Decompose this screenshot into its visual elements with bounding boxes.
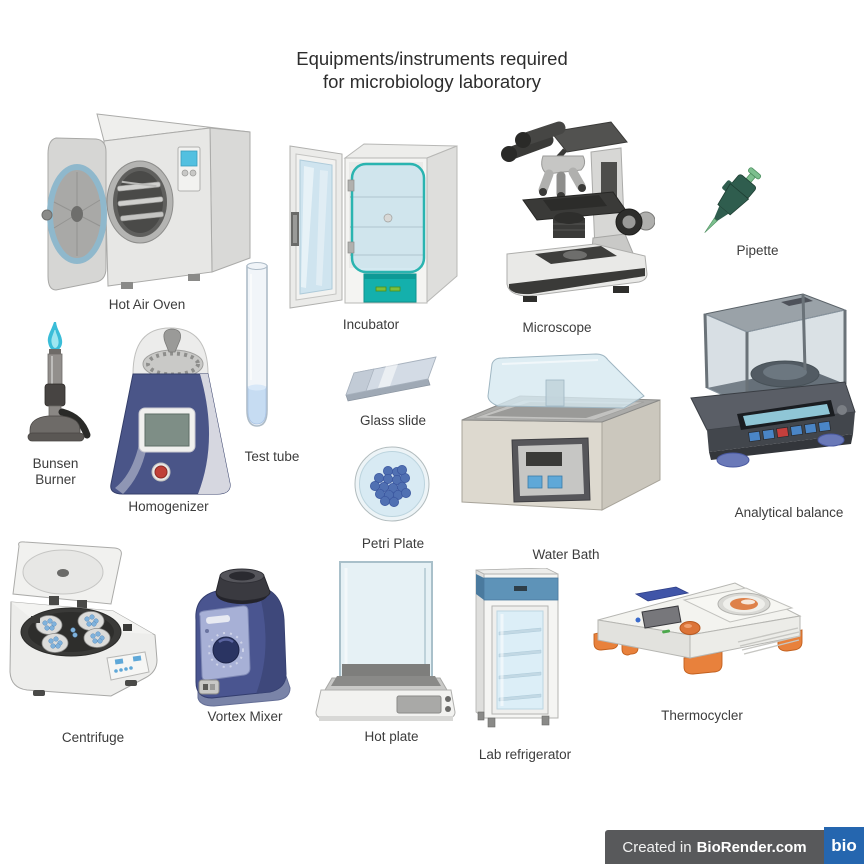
pipette-label: Pipette — [736, 243, 779, 258]
hot-air-oven-illustration — [41, 113, 251, 291]
biorender-credit-bar: Created in BioRender.com — [605, 830, 824, 864]
microscope-illustration — [501, 121, 655, 302]
analytical-balance-illustration — [690, 293, 856, 468]
equipment-glass-slide: Glass slide — [340, 353, 442, 448]
equipment-homogenizer: Homogenizer — [103, 322, 238, 534]
microscope-label: Microscope — [522, 320, 592, 335]
incubator-illustration — [289, 143, 458, 309]
bunsen-burner-label: Bunsen Burner — [32, 456, 79, 487]
page-title: Equipments/instruments required for micr… — [0, 47, 864, 93]
water-bath-illustration — [461, 353, 661, 511]
analytical-balance-label: Analytical balance — [734, 505, 844, 520]
equipment-lab-refrigerator: Lab refrigerator — [472, 568, 571, 783]
equipment-test-tube: Test tube — [240, 260, 299, 485]
lab-refrigerator-label: Lab refrigerator — [478, 747, 572, 762]
title-line2: for microbiology laboratory — [323, 71, 541, 92]
pipette-illustration — [704, 167, 762, 233]
centrifuge-label: Centrifuge — [61, 730, 125, 745]
hot-plate-illustration — [315, 561, 456, 721]
biorender-logo: bio — [824, 827, 864, 864]
equipment-microscope: Microscope — [495, 118, 655, 353]
title-line1: Equipments/instruments required — [296, 48, 568, 69]
petri-plate-illustration — [354, 446, 430, 522]
equipment-water-bath: Water Bath — [458, 352, 664, 582]
biorender-logo-text: bio — [831, 835, 857, 855]
equipment-analytical-balance: Analytical balance — [685, 288, 857, 538]
equipment-vortex-mixer: Vortex Mixer — [186, 568, 292, 743]
lab-refrigerator-illustration — [475, 568, 559, 728]
bunsen-burner-illustration — [27, 322, 91, 442]
equipment-hot-air-oven: Hot Air Oven — [26, 110, 252, 330]
equipment-incubator: Incubator — [288, 142, 468, 347]
centrifuge-illustration — [9, 541, 158, 697]
homogenizer-label: Homogenizer — [128, 499, 209, 514]
glass-slide-label: Glass slide — [359, 413, 427, 428]
hot-air-oven-label: Hot Air Oven — [108, 297, 186, 312]
equipment-bunsen-burner: Bunsen Burner — [18, 322, 93, 497]
incubator-label: Incubator — [342, 317, 400, 332]
test-tube-illustration — [246, 262, 268, 427]
petri-plate-label: Petri Plate — [361, 536, 425, 551]
equipment-hot-plate: Hot plate — [313, 560, 458, 765]
equipment-centrifuge: Centrifuge — [3, 540, 163, 765]
credit-prefix: Created in — [622, 838, 692, 856]
equipment-petri-plate: Petri Plate — [353, 445, 431, 570]
credit-brand: BioRender.com — [696, 838, 807, 856]
equipment-thermocycler: Thermocycler — [588, 578, 806, 743]
homogenizer-illustration — [110, 327, 231, 495]
water-bath-label: Water Bath — [532, 547, 600, 562]
hot-plate-label: Hot plate — [364, 729, 419, 744]
vortex-mixer-illustration — [195, 568, 291, 707]
equipment-pipette: Pipette — [697, 165, 779, 275]
thermocycler-label: Thermocycler — [661, 708, 743, 723]
vortex-mixer-label: Vortex Mixer — [207, 709, 283, 724]
glass-slide-illustration — [345, 356, 437, 402]
test-tube-label: Test tube — [244, 449, 300, 464]
thermocycler-illustration — [593, 582, 803, 675]
